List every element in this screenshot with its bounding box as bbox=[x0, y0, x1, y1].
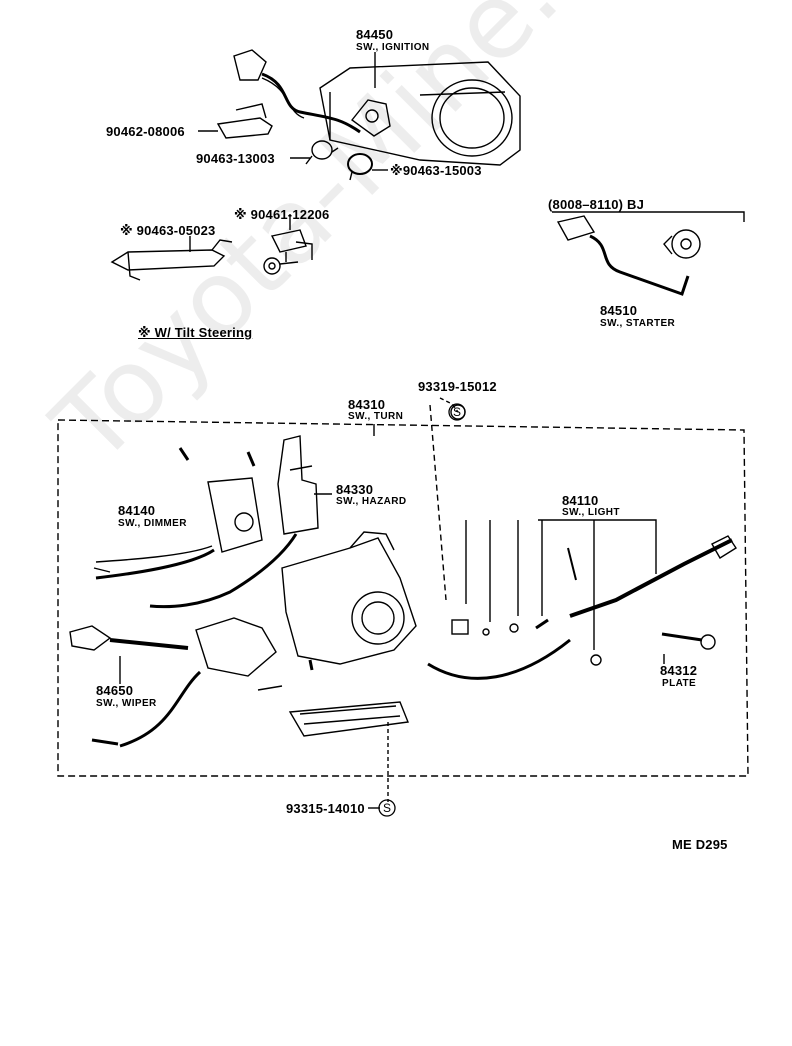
starter-group-label: (8008–8110) BJ bbox=[548, 197, 645, 212]
part-desc-dimmer: SW., DIMMER bbox=[118, 518, 187, 529]
std-mark-bottom: S bbox=[383, 801, 392, 815]
part-number-93315: 93315-14010 bbox=[286, 801, 365, 816]
part-number-84140: 84140 bbox=[118, 503, 156, 518]
part-number-84310: 84310 bbox=[348, 397, 386, 412]
part-desc-light: SW., LIGHT bbox=[562, 507, 620, 518]
part-number-84110: 84110 bbox=[562, 493, 599, 508]
part-number-90462: 90462-08006 bbox=[106, 124, 185, 139]
part-number-84450: 84450 bbox=[356, 27, 394, 42]
dimmer-switch-drawing bbox=[93, 447, 263, 580]
part-number-90463-13003: 90463-13003 bbox=[196, 151, 275, 166]
bracket-90461-12206-drawing bbox=[263, 229, 313, 275]
starter-group-bracket bbox=[552, 211, 745, 222]
connector-block-drawing bbox=[288, 701, 409, 737]
part-number-84650: 84650 bbox=[96, 683, 134, 698]
std-mark-top: S bbox=[453, 405, 462, 419]
bracket-90463-05023-drawing bbox=[110, 239, 233, 281]
part-number-90463-05023: ※ 90463-05023 bbox=[120, 223, 216, 238]
part-desc-wiper: SW., WIPER bbox=[96, 698, 157, 709]
part-desc-hazard: SW., HAZARD bbox=[336, 496, 407, 507]
tilt-steering-note: ※ W/ Tilt Steering bbox=[138, 325, 253, 340]
part-number-93319: 93319-15012 bbox=[418, 379, 497, 394]
ignition-wire-harness bbox=[233, 49, 361, 134]
part-number-90461-12206: ※ 90461-12206 bbox=[234, 207, 330, 222]
light-switch-drawing bbox=[427, 519, 737, 680]
part-number-84330: 84330 bbox=[336, 482, 374, 497]
part-desc-plate: PLATE bbox=[662, 678, 697, 689]
ignition-housing-drawing bbox=[319, 61, 521, 166]
wiper-switch-drawing bbox=[69, 617, 283, 748]
part-desc-turn: SW., TURN bbox=[348, 411, 404, 422]
starter-switch-drawing bbox=[556, 215, 701, 296]
part-desc-ignition: SW., IGNITION bbox=[356, 42, 430, 53]
hazard-switch-drawing bbox=[149, 435, 319, 609]
bracket-90462-drawing bbox=[216, 103, 273, 139]
diagram-code: ME D295 bbox=[672, 837, 728, 852]
clamp-90463-15003-drawing bbox=[347, 153, 373, 181]
plate-84312-drawing bbox=[661, 632, 703, 642]
part-number-84510: 84510 bbox=[600, 303, 638, 318]
clamp-90463-13003-drawing bbox=[305, 140, 339, 165]
part-number-84312: 84312 bbox=[660, 663, 698, 678]
part-number-90463-15003: ※90463-15003 bbox=[390, 163, 482, 178]
turn-switch-assembly-boundary bbox=[57, 419, 749, 777]
part-desc-starter: SW., STARTER bbox=[600, 318, 676, 329]
turn-switch-body-drawing bbox=[281, 531, 417, 665]
